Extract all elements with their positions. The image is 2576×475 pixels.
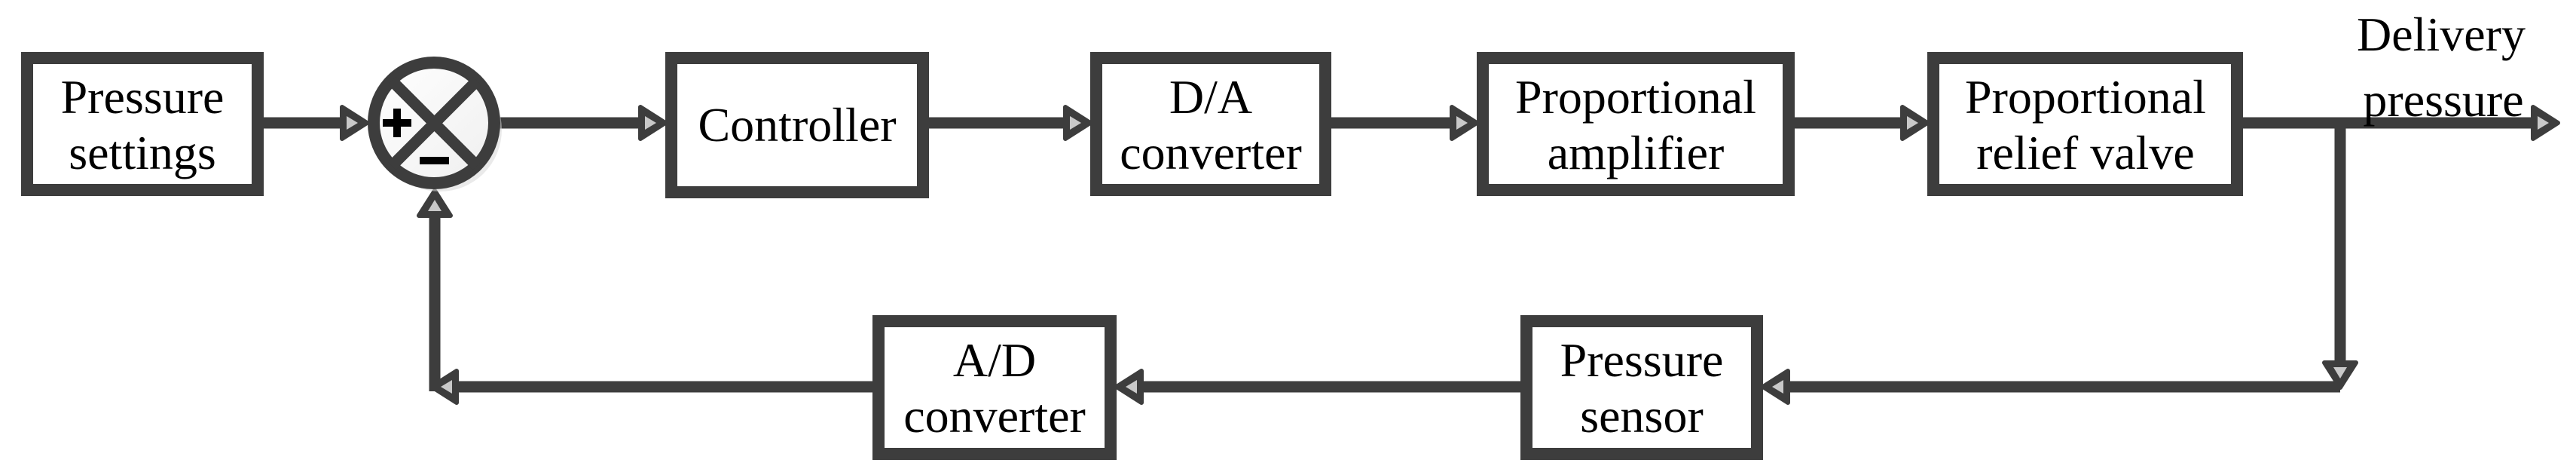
block-label-line: A/D [953, 333, 1036, 387]
block-border [21, 52, 264, 196]
arrowhead-into-valve-icon [1902, 107, 1927, 139]
block-label-line: converter [903, 389, 1086, 443]
block-border [1927, 52, 2243, 196]
block-border [1090, 52, 1331, 196]
block-label-line: converter [1120, 126, 1302, 179]
block-proportional-amplifier: Proportional amplifier [1477, 52, 1795, 196]
block-label-line: Proportional [1965, 70, 2206, 124]
cross-x-stroke [387, 76, 481, 170]
block-label-line: sensor [1580, 389, 1704, 443]
forward-path [264, 107, 2558, 139]
arrowhead-into-amplifier-icon [1452, 107, 1477, 139]
plus-icon [383, 109, 411, 137]
output-label-line: Delivery [2357, 8, 2526, 61]
block-border [1477, 52, 1795, 196]
block-label-line: settings [69, 126, 216, 179]
feedback-path [419, 128, 2356, 403]
block-label-line: amplifier [1548, 126, 1725, 179]
arrowhead-into-da-icon [1065, 107, 1090, 139]
block-controller: Controller [665, 52, 929, 198]
output-label: Delivery pressure [2357, 8, 2526, 127]
arrowhead-into-ad-icon [1117, 371, 1141, 403]
block-pressure-settings: Pressure settings [21, 52, 264, 196]
block-border [1520, 315, 1763, 460]
block-border [872, 315, 1117, 460]
arrowhead-into-sum-icon [342, 107, 367, 139]
summing-junction [368, 57, 502, 192]
block-border [665, 52, 929, 198]
block-label-line: D/A [1169, 70, 1252, 124]
block-label-line: Controller [698, 98, 896, 152]
arrowhead-into-sensor-icon [1763, 371, 1788, 403]
arrowhead-into-controller-icon [640, 107, 665, 139]
output-label-line: pressure [2363, 73, 2523, 127]
block-da-converter: D/A converter [1090, 52, 1331, 196]
block-label-line: relief valve [1976, 126, 2195, 179]
block-pressure-sensor: Pressure sensor [1520, 315, 1763, 460]
block-label-line: Pressure [61, 70, 225, 124]
block-label-line: Pressure [1560, 333, 1724, 387]
block-label-line: Proportional [1515, 70, 1756, 124]
arrowhead-output-icon [2533, 107, 2558, 139]
block-proportional-relief-valve: Proportional relief valve [1927, 52, 2243, 196]
block-ad-converter: A/D converter [872, 315, 1117, 460]
arrowhead-into-sum-bottom-icon [419, 191, 451, 216]
